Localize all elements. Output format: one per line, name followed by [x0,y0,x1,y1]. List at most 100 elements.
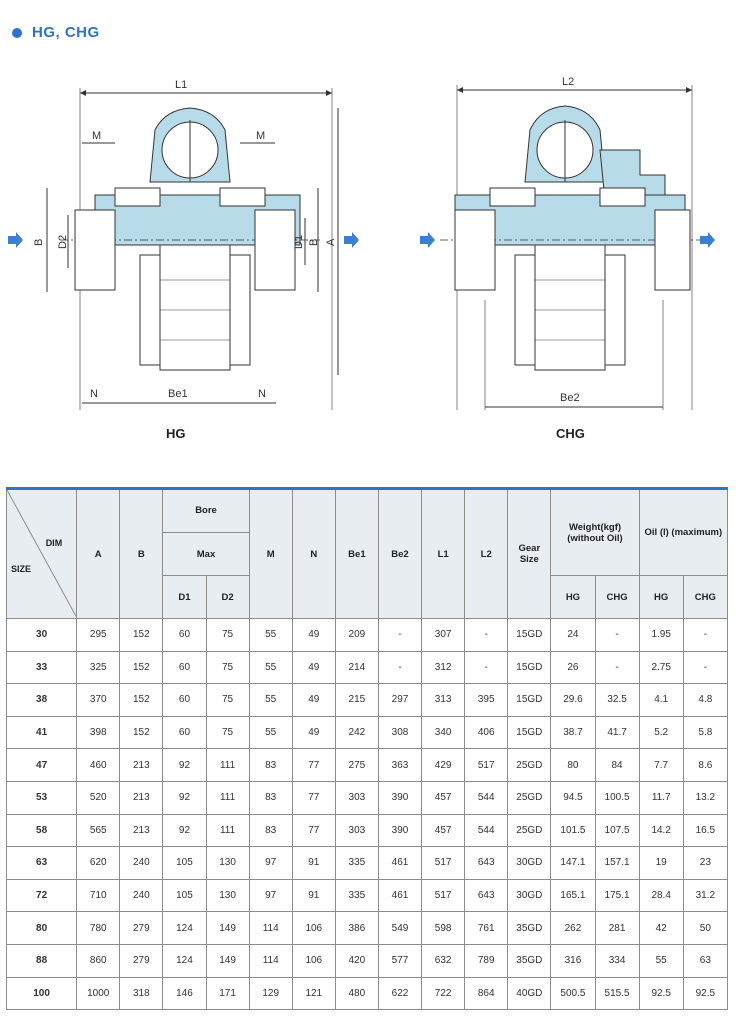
table-cell: 152 [119,618,164,652]
table-cell: 622 [377,976,423,1011]
table-cell: 213 [119,813,164,848]
header-d1: D1 [162,575,207,619]
table-cell: 4.8 [682,683,729,717]
table-cell: 5.8 [682,715,729,750]
section-heading: HG, CHG [12,24,100,41]
table-cell: 25GD [507,748,552,782]
table-cell: - [464,618,509,652]
table-cell: 318 [119,976,164,1011]
casing-lower [159,244,231,371]
table-cell: 5.2 [638,715,684,750]
table-cell: 297 [377,683,423,717]
arrow-head [686,87,692,93]
header-bore: Bore [162,487,250,533]
table-cell: 8.6 [682,748,729,782]
table-cell: 598 [421,911,466,945]
hub-right [254,209,296,291]
table-cell: 262 [550,911,596,945]
table-cell: - [682,618,729,652]
size-cell: 53 [5,780,78,815]
table-cell: 28.4 [638,878,684,913]
label-l1: L1 [175,79,187,91]
table-cell: 390 [377,780,423,815]
header-l1: L1 [421,487,466,619]
table-cell: 49 [291,683,336,717]
table-cell: 577 [377,943,423,978]
table-cell: 429 [421,748,466,782]
table-cell: 335 [334,878,379,913]
hub-right [654,209,691,291]
table-cell: 460 [76,748,121,782]
table-cell: 101.5 [550,813,596,848]
table-cell: 32.5 [594,683,640,717]
table-cell: 25GD [507,813,552,848]
bearing-left [114,187,161,207]
header-oil: Oil (l) (maximum) [638,486,729,577]
table-cell: 13.2 [682,780,729,815]
table-cell: 761 [464,911,509,945]
table-cell: 544 [464,813,509,848]
table-cell: 406 [464,715,509,750]
table-cell: 214 [334,650,379,685]
size-cell: 33 [5,650,78,685]
table-cell: 15GD [507,683,552,717]
table-cell: 549 [377,911,423,945]
table-cell: 25GD [507,780,552,815]
table-cell: 30GD [507,878,552,913]
table-cell: 2.75 [638,650,684,685]
table-cell: 16.5 [682,813,729,848]
size-cell: 63 [5,846,78,880]
table-cell: 35GD [507,911,552,945]
table-cell: 316 [550,943,596,978]
table-cell: 517 [464,748,509,782]
table-cell: 55 [248,715,293,750]
table-cell: 165.1 [550,878,596,913]
header-d2: D2 [205,575,250,619]
table-cell: 107.5 [594,813,640,848]
table-cell: 643 [464,878,509,913]
header-oil-hg: HG [638,575,684,619]
table-cell: 275 [334,748,379,782]
bearing-right [599,187,646,207]
size-cell: 30 [5,618,78,652]
table-cell: 363 [377,748,423,782]
header-b: B [119,487,164,619]
size-cell: 38 [5,683,78,717]
table-cell: 632 [421,943,466,978]
table-cell: 31.2 [682,878,729,913]
table-cell: 370 [76,683,121,717]
table-cell: 60 [162,715,207,750]
header-n: N [291,487,336,619]
table-cell: 789 [464,943,509,978]
label-b-right: B [308,239,320,246]
header-a: A [76,487,121,619]
label-be1: Be1 [168,388,188,400]
table-cell: 335 [334,846,379,880]
size-cell: 72 [5,878,78,913]
table-cell: 240 [119,846,164,880]
table-cell: 111 [205,748,250,782]
size-cell: 41 [5,715,78,750]
table-cell: 105 [162,878,207,913]
table-cell: 15GD [507,618,552,652]
section-heading-text: HG, CHG [32,24,100,41]
label-be2: Be2 [560,392,580,404]
table-cell: 517 [421,846,466,880]
table-cell: 4.1 [638,683,684,717]
diagonal-line [7,490,77,618]
header-gear-size: Gear Size [507,487,552,619]
arrow-head [457,87,463,93]
table-cell: 38.7 [550,715,596,750]
table-cell: 106 [291,943,336,978]
table-cell: 92.5 [638,976,684,1011]
table-cell: 49 [291,715,336,750]
dim-size-header: DIM SIZE [5,487,78,619]
table-cell: 147.1 [550,846,596,880]
